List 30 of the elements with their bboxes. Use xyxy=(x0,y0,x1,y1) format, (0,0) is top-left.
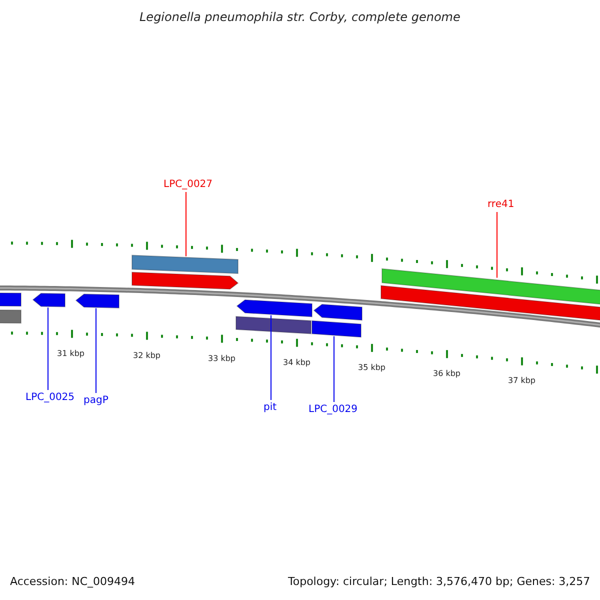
tick-label: 37 kbp xyxy=(508,375,536,388)
gene-label: pit xyxy=(264,401,277,414)
tick-label: 33 kbp xyxy=(208,352,236,365)
gene-feature xyxy=(0,309,22,324)
gene-label: rre41 xyxy=(488,198,514,211)
gene-label: LPC_0029 xyxy=(308,403,358,416)
gene-feature xyxy=(132,272,239,290)
tick-label: 32 kbp xyxy=(133,350,161,362)
tick-label: 34 kbp xyxy=(283,356,311,369)
gene-feature xyxy=(32,292,66,308)
tick-label: 31 kbp xyxy=(57,348,85,360)
gene-feature xyxy=(132,254,238,274)
title: Legionella pneumophila str. Corby, complete genome xyxy=(140,11,460,24)
gene-feature xyxy=(382,268,600,306)
gene-feature xyxy=(312,320,362,338)
gene-label: pagP xyxy=(84,394,108,407)
gene-feature xyxy=(236,316,312,334)
leader-line xyxy=(496,212,498,278)
gene-feature xyxy=(380,285,600,322)
gene-feature xyxy=(313,304,362,321)
gene-label: LPC_0025 xyxy=(26,391,75,404)
accession-text: Accession: NC_009494 xyxy=(10,575,136,588)
tick-label: 35 kbp xyxy=(358,362,386,374)
gene-feature xyxy=(236,299,312,318)
gene-label: LPC_0027 xyxy=(164,178,213,191)
tick-label: 36 kbp xyxy=(433,368,461,380)
genome-summary-text: Topology: circular; Length: 3,576,470 bp; Genes: 3,257 xyxy=(288,575,590,588)
leader-line xyxy=(270,314,272,400)
gene-feature xyxy=(75,294,120,308)
gene-feature xyxy=(0,292,22,307)
